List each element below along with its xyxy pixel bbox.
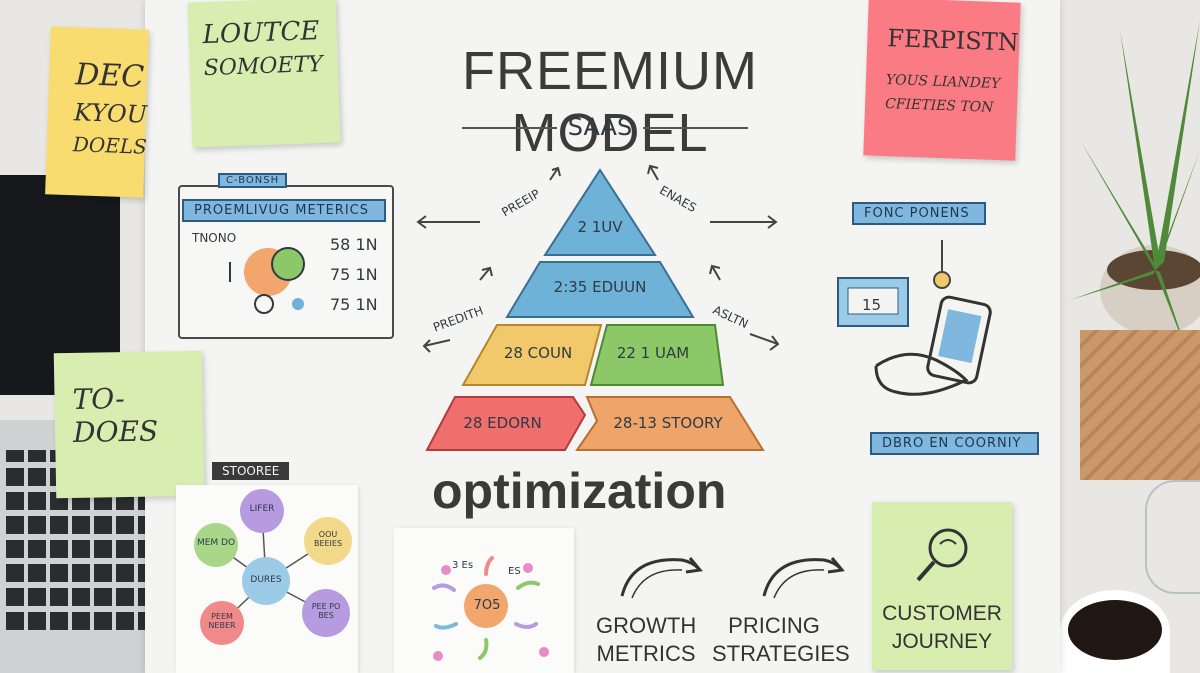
growth-arrow-icon (620, 557, 703, 599)
pyramid-tier-label: 28-13 STOORY (613, 414, 723, 432)
pyramid-tier-label: 28 EDORN (463, 414, 542, 432)
pricing-strategies-label: PRICING STRATEGIES (712, 612, 850, 668)
mindmap-diagram (194, 489, 352, 645)
pyramid-arrows (416, 164, 780, 353)
sticky-note-customer-journey: CUSTOMER JOURNEY (872, 502, 1012, 670)
flower-center-label: 7O5 (473, 598, 501, 613)
coffee-cup (1060, 590, 1170, 673)
pyramid-tier-third-right (589, 324, 725, 386)
sticky-note-todo: TO-DOES (53, 350, 205, 499)
flower-label: ES (508, 566, 521, 577)
subtitle: SAAS (567, 113, 633, 141)
sticky-note-pink: FERPISTN YOUS LIANDEY CFIETIES TON (863, 0, 1021, 161)
metrics-banner: PROEMLIVUG METERICS (182, 199, 386, 222)
right-banner-bottom: DBRO EN COORNIY (870, 432, 1039, 455)
sticky-line: YOUS LIANDEY (885, 72, 1001, 93)
pyramid-tier-label: 2 1UV (577, 218, 623, 236)
mindmap-node-label: PEEM NEBER (208, 612, 236, 630)
phone-hand-icon (837, 240, 992, 396)
sticky-line: DOELS (72, 132, 148, 159)
metrics-gear-chart-icon (229, 247, 305, 314)
mindmap-node-label: LIFER (249, 504, 275, 514)
mindmap-node (242, 557, 290, 605)
optimization-heading: optimization (432, 463, 727, 519)
sticky-line: LOUTCE (202, 16, 320, 51)
glass (1145, 480, 1200, 594)
growth-metrics-label: GROWTH METRICS (596, 612, 696, 668)
sticky-line: KYOU (73, 98, 148, 129)
mindmap-tag: STOOREE (212, 462, 290, 480)
sticky-note-green-top: LOUTCE SOMOETY (187, 0, 341, 148)
pyramid-tier-bottom-right (575, 396, 765, 451)
mindmap-node (240, 489, 284, 533)
pyramid-diagram (425, 168, 765, 451)
sticky-line: CUSTOMER (882, 602, 1002, 625)
pricing-arrow-icon (762, 557, 845, 599)
magnifier-icon (916, 528, 968, 582)
sticky-line: FERPISTN (886, 24, 1020, 57)
subtitle-rule-right (643, 127, 748, 129)
metric-value: 75 1N (330, 295, 378, 314)
metric-value: 58 1N (330, 235, 378, 254)
mindmap-node-label: DURES (250, 575, 282, 585)
pricing-line: PRICING (728, 613, 820, 638)
sticky-line: DEC (74, 57, 145, 95)
right-screen-value: 15 (862, 296, 882, 314)
pyramid-tier-bottom-left (425, 396, 587, 451)
pyramid-tier-label: 28 COUN (503, 344, 573, 362)
sticky-line: CFIETIES TON (884, 96, 994, 116)
metric-value: 75 1N (330, 265, 378, 284)
strategies-line: STRATEGIES (712, 641, 850, 666)
page-title: FREEMIUM MODEL (462, 41, 758, 163)
pyramid-tier-label: 2:35 EDUUN (553, 278, 647, 296)
mindmap-node (200, 601, 244, 645)
metrics-side-label: TNONO (192, 231, 237, 245)
pyramid-tier-top (543, 168, 657, 256)
pyramid-tier-third-left (461, 324, 603, 386)
mindmap-node (194, 523, 238, 567)
sticky-line: JOURNEY (891, 630, 993, 653)
subtitle-rule-left (462, 127, 557, 129)
mindmap-node-label: OOU BEEIES (313, 530, 343, 548)
plant (1060, 0, 1200, 360)
mindmap-node-label: PEE PO BES (311, 602, 341, 620)
sticky-line: SOMOETY (203, 51, 324, 82)
mindmap-node (304, 517, 352, 565)
pyramid-tier-label: 22 1 UAM (616, 344, 690, 362)
pyramid-tier-second (505, 261, 695, 318)
metrics-panel: C-BONSH PROEMLIVUG METERICS TNONO 58 1N … (178, 173, 394, 339)
sticky-line: TO-DOES (72, 382, 159, 449)
flower-label: 3 Es (452, 560, 474, 571)
mindmap-node (302, 589, 350, 637)
sticky-note-yellow: DEC KYOU DOELS (45, 26, 149, 198)
metrics-small-tag: C-BONSH (218, 173, 288, 188)
mindmap-node-label: MEM DO (196, 538, 236, 548)
growth-line: GROWTH (596, 613, 697, 638)
metrics-line: METRICS (596, 641, 696, 666)
flower-diagram (432, 556, 549, 661)
right-banner-top: FONC PONENS (852, 202, 986, 225)
wood-coaster (1080, 330, 1200, 480)
